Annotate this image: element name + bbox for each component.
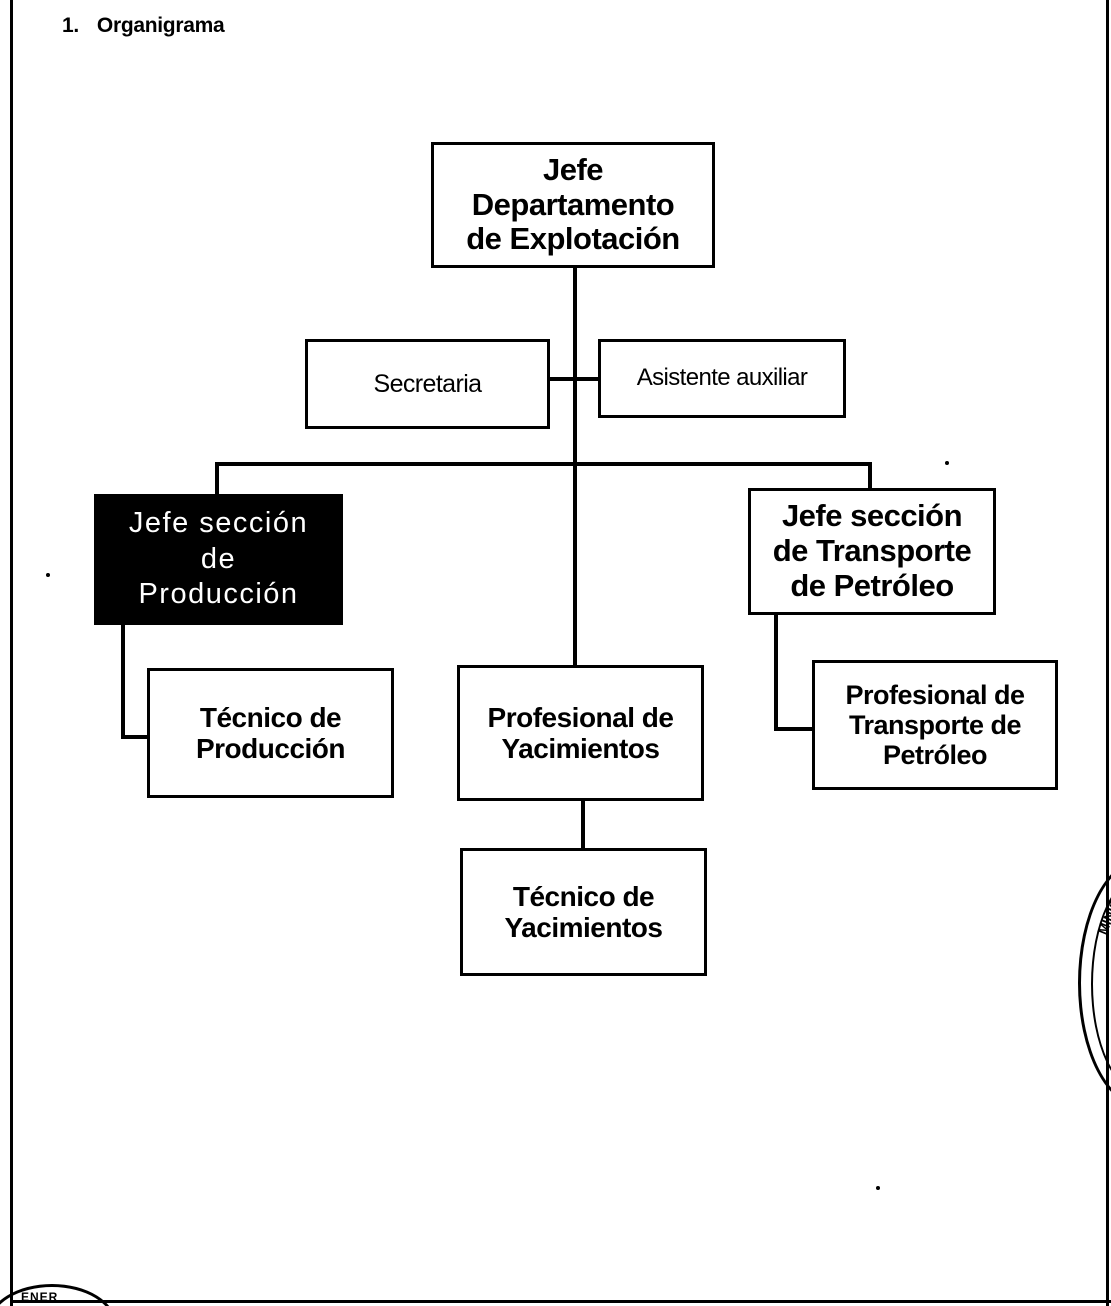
section-heading: 1. Organigrama [62, 14, 225, 38]
org-box-transport-section-head: Jefe sección de Transporte de Petróleo [748, 488, 996, 615]
org-box-department-head: Jefe Departamento de Explotación [431, 142, 715, 268]
org-box-assistant: Asistente auxiliar [598, 339, 846, 418]
org-box-reservoirs-technician: Técnico de Yacimientos [460, 848, 707, 976]
org-box-production-technician: Técnico de Producción [147, 668, 394, 798]
connector-left-drop [215, 462, 219, 496]
seal-text: MINISTER [1095, 873, 1111, 937]
section-title: Organigrama [96, 14, 225, 37]
ministry-seal-stamp: MINISTER [1078, 858, 1111, 1108]
org-box-reservoirs-professional: Profesional de Yacimientos [457, 665, 704, 801]
connector-production-horizontal [121, 735, 149, 739]
scan-speck [945, 461, 949, 465]
org-box-secretary: Secretaria [305, 339, 550, 429]
connector-transport-horizontal [774, 727, 814, 731]
connector-right-drop [868, 462, 872, 490]
page-frame-bottom [10, 1300, 1111, 1303]
energy-seal-stamp: ENER [0, 1284, 116, 1306]
connector-transport-vertical [774, 612, 778, 731]
org-box-production-section-head: Jefe sección de Producción [94, 494, 343, 625]
section-number: 1. [62, 14, 79, 37]
connector-production-vertical [121, 624, 125, 739]
connector-trunk [573, 266, 577, 666]
scan-speck [46, 573, 50, 577]
page-frame-left [10, 0, 13, 1306]
connector-reservoirs-vertical [581, 799, 585, 851]
org-box-transport-professional: Profesional de Transporte de Petróleo [812, 660, 1058, 790]
page-frame-right [1106, 0, 1109, 1306]
connector-sections-bar [215, 462, 872, 466]
seal-text: ENER [21, 1290, 59, 1304]
connector-staff [548, 377, 601, 381]
scan-speck [876, 1186, 880, 1190]
